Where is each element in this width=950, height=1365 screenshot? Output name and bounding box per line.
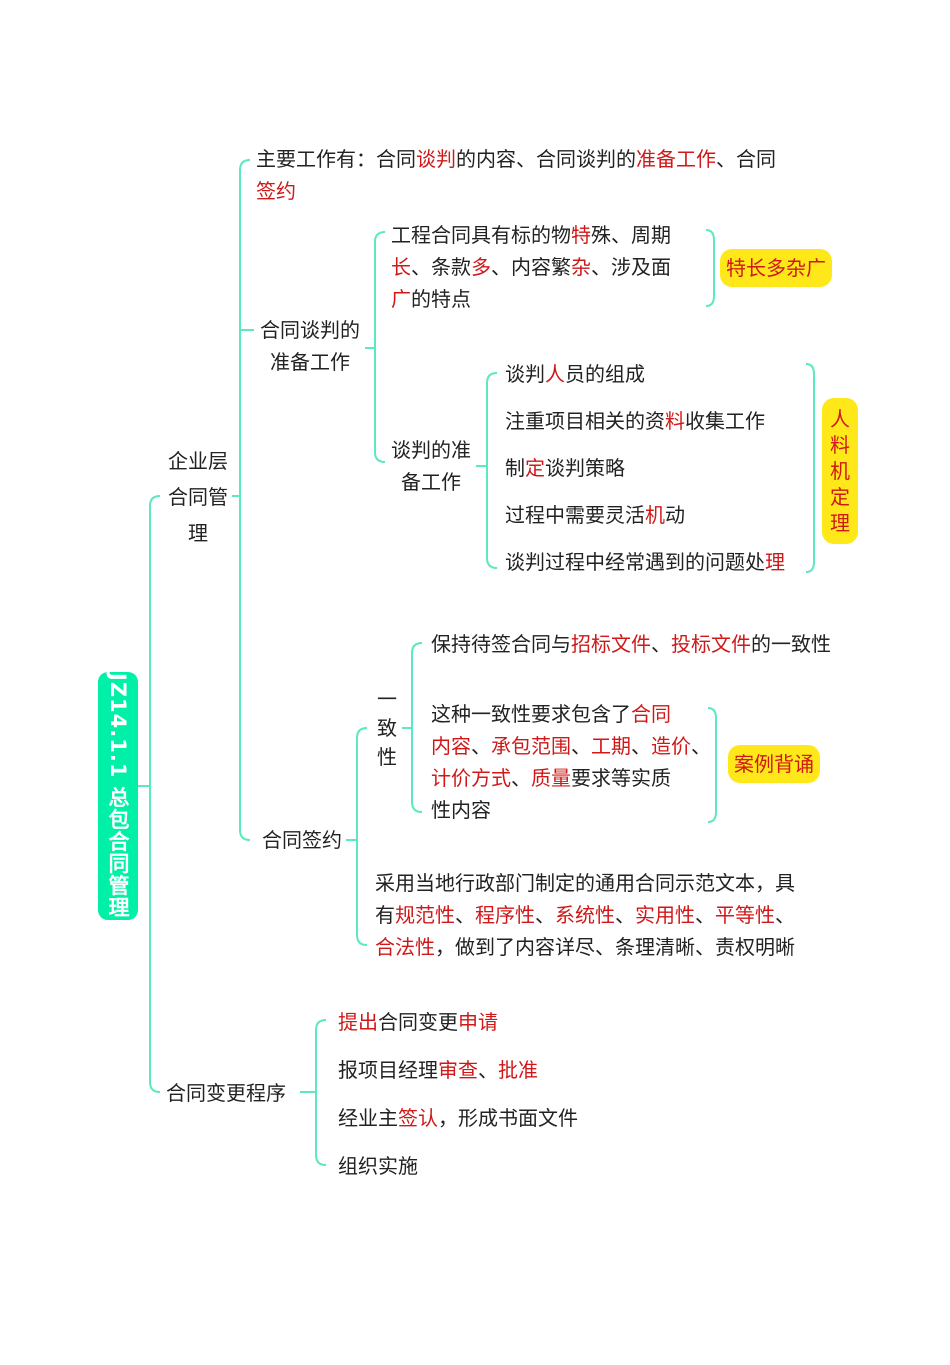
node-label-line: 理	[188, 521, 208, 545]
node-label-line: 合同管	[168, 485, 228, 509]
text-line: 签约	[256, 179, 296, 203]
prep-item-materials[interactable]: 注重项目相关的资料收集工作	[505, 409, 765, 433]
node-contract-features[interactable]: 工程合同具有标的物特殊、周期 长、条款多、内容繁杂、涉及面 广的特点	[391, 219, 671, 315]
change-step-implement[interactable]: 组织实施	[338, 1154, 418, 1178]
text-line: 长、条款多、内容繁杂、涉及面	[391, 255, 671, 279]
consistency-item-substantive-content[interactable]: 这种一致性要求包含了合同 内容、承包范围、工期、造价、 计价方式、质量要求等实质…	[431, 702, 711, 822]
node-negotiation-preparation[interactable]: 合同谈判的 准备工作	[260, 318, 360, 374]
node-consistency[interactable]: 一 致 性	[377, 687, 397, 769]
root-node[interactable]: JZ14.1.1 总包合同管理	[98, 672, 138, 920]
prep-item-flexibility[interactable]: 过程中需要灵活机动	[505, 503, 685, 527]
node-label-line: 企业层	[168, 449, 228, 473]
change-step-review-approve[interactable]: 报项目经理审查、批准	[338, 1058, 538, 1082]
prep-item-personnel[interactable]: 谈判人员的组成	[505, 362, 645, 386]
text-line: 广的特点	[391, 287, 471, 311]
text-line: 主要工作有：合同谈判的内容、合同谈判的准备工作、合同	[256, 147, 776, 171]
node-contract-change-procedure[interactable]: 合同变更程序	[166, 1081, 286, 1105]
node-enterprise-contract-management[interactable]: 企业层 合同管 理	[160, 443, 236, 551]
prep-item-problem-handling[interactable]: 谈判过程中经常遇到的问题处理	[505, 550, 785, 574]
prep-item-strategy[interactable]: 制定谈判策略	[505, 456, 625, 480]
change-step-submit-request[interactable]: 提出合同变更申请	[338, 1010, 498, 1034]
text-line: 工程合同具有标的物特殊、周期	[391, 223, 671, 247]
badge-case-recitation[interactable]: 案例背诵	[728, 745, 820, 783]
consistency-item-bid-documents[interactable]: 保持待签合同与招标文件、投标文件的一致性	[431, 632, 831, 656]
badge-mnemonic-features[interactable]: 特长多杂广	[720, 249, 832, 287]
root-label: JZ14.1.1 总包合同管理	[106, 673, 130, 919]
node-main-work[interactable]: 主要工作有：合同谈判的内容、合同谈判的准备工作、合同 签约	[256, 143, 776, 207]
change-step-owner-sign[interactable]: 经业主签认，形成书面文件	[338, 1106, 578, 1130]
node-standard-contract-template[interactable]: 采用当地行政部门制定的通用合同示范文本，具 有规范性、程序性、系统性、实用性、平…	[375, 871, 795, 959]
node-contract-signing[interactable]: 合同签约	[262, 828, 342, 852]
badge-mnemonic-prep-work[interactable]: 人 料 机 定 理	[822, 398, 858, 544]
node-negotiation-prep-work[interactable]: 谈判的准 备工作	[391, 438, 471, 494]
